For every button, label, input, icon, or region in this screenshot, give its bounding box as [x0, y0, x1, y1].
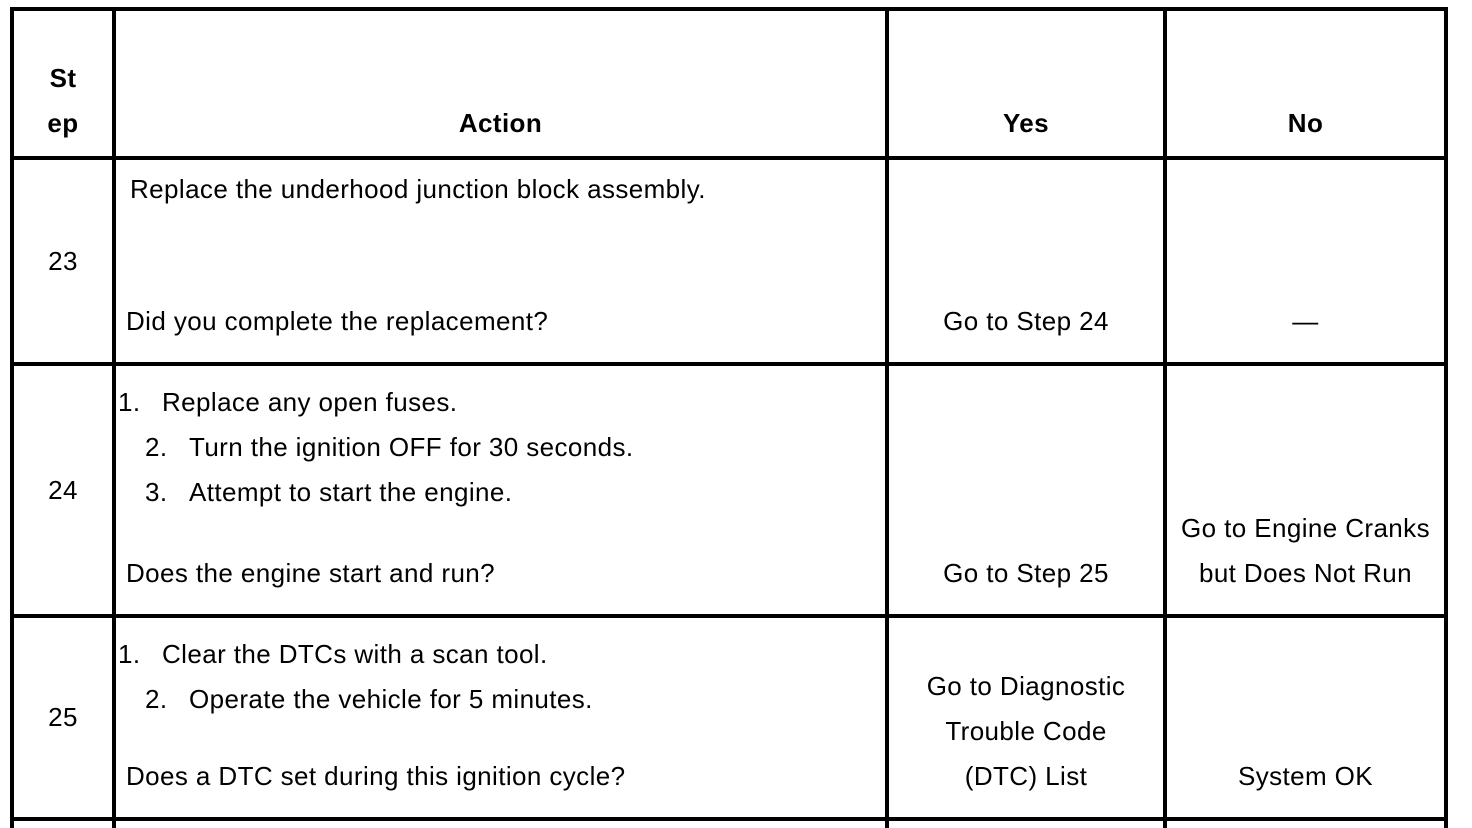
action-cell: Replace the underhood junction block ass… [112, 156, 889, 366]
list-item-number: 1. [118, 639, 141, 669]
answer-line: but Does Not Run [1198, 558, 1413, 588]
partial-cell [885, 817, 1167, 828]
no-answer-text: — [1167, 299, 1444, 344]
answer-line: Trouble Code [945, 716, 1107, 746]
yes-cell: Go to Step 24 [885, 156, 1167, 366]
table-row: 23 Replace the underhood junction block … [10, 156, 1448, 366]
header-cell-step: St ep [10, 7, 116, 160]
step-cell: 23 [10, 156, 116, 366]
answer-line: Go to Step 24 [943, 306, 1109, 336]
list-item-number: 2. [145, 684, 168, 714]
no-cell: System OK [1163, 614, 1448, 821]
partial-next-row [10, 817, 1448, 828]
step-cell: 25 [10, 614, 116, 821]
diagnostic-table: St ep Action Yes No 23 Replace the under… [10, 7, 1448, 828]
header-cell-yes: Yes [885, 7, 1167, 160]
answer-line: Go to Engine Cranks [1181, 513, 1430, 543]
table-row: 25 1. Clear the DTCs with a scan tool. 2. O… [10, 614, 1448, 821]
header-step-line-2: ep [47, 108, 79, 138]
action-question: Does the engine start and run? [126, 558, 496, 588]
list-item-text: Clear the DTCs with a scan tool. [162, 639, 548, 669]
header-step-line-1: St [49, 63, 77, 93]
list-item: 1. Replace any open fuses. [116, 380, 885, 425]
yes-answer-text: Go to Step 25 [889, 551, 1163, 596]
no-answer-text: Go to Engine Cranks but Does Not Run [1167, 506, 1444, 596]
yes-cell: Go to Step 25 [885, 362, 1167, 618]
yes-answer-text: Go to Step 24 [889, 299, 1163, 344]
list-item-text: Replace any open fuses. [162, 387, 458, 417]
action-list: 1. Replace any open fuses. 2. Turn the igni… [116, 380, 885, 515]
list-item-number: 2. [145, 432, 168, 462]
answer-line: Go to Step 25 [943, 558, 1109, 588]
partial-cell [10, 817, 116, 828]
table-row: 24 1. Replace any open fuses. 2. Turn the i… [10, 362, 1448, 618]
partial-cell [1163, 817, 1448, 828]
list-item-number: 3. [145, 477, 168, 507]
partial-cell [112, 817, 889, 828]
list-item-text: Attempt to start the engine. [189, 477, 513, 507]
list-item: 1. Clear the DTCs with a scan tool. [116, 632, 885, 677]
action-cell: 1. Clear the DTCs with a scan tool. 2. Oper… [112, 614, 889, 821]
header-cell-no: No [1163, 7, 1448, 160]
no-cell: Go to Engine Cranks but Does Not Run [1163, 362, 1448, 618]
no-cell: — [1163, 156, 1448, 366]
list-item: 2. Operate the vehicle for 5 minutes. [143, 677, 885, 722]
answer-line: — [1292, 306, 1319, 336]
action-question: Does a DTC set during this ignition cycl… [126, 761, 626, 791]
list-item-text: Turn the ignition OFF for 30 seconds. [189, 432, 634, 462]
list-item: 3. Attempt to start the engine. [143, 470, 885, 515]
answer-line: System OK [1237, 761, 1374, 791]
list-item-text: Operate the vehicle for 5 minutes. [189, 684, 593, 714]
action-question: Did you complete the replacement? [126, 306, 549, 336]
action-list: 1. Clear the DTCs with a scan tool. 2. Oper… [116, 632, 885, 722]
list-item: 2. Turn the ignition OFF for 30 seconds. [143, 425, 885, 470]
step-cell: 24 [10, 362, 116, 618]
header-row: St ep Action Yes No [10, 7, 1448, 160]
action-cell: 1. Replace any open fuses. 2. Turn the igni… [112, 362, 889, 618]
no-answer-text: System OK [1167, 754, 1444, 799]
header-cell-action: Action [112, 7, 889, 160]
list-item-number: 1. [118, 387, 141, 417]
answer-line: (DTC) List [964, 761, 1088, 791]
answer-line: Go to Diagnostic [926, 671, 1126, 701]
action-intro: Replace the underhood junction block ass… [130, 174, 706, 204]
